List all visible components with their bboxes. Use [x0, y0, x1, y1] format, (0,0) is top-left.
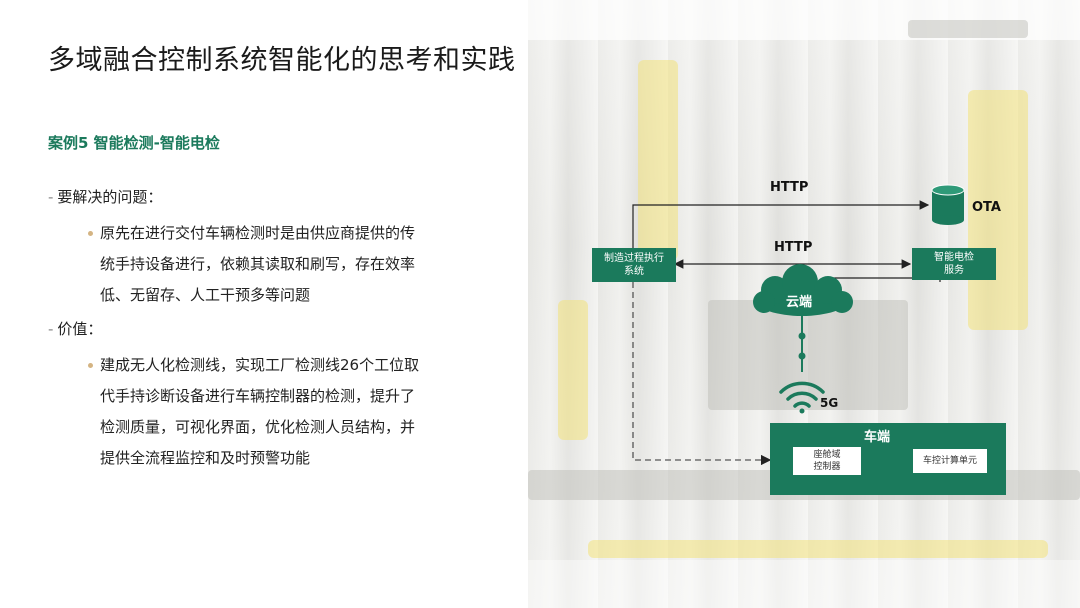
- mes-vehicle-dashed-link: [632, 282, 772, 466]
- inspection-service-box: 智能电检 服务: [912, 248, 996, 280]
- service-label-line: 服务: [944, 265, 964, 276]
- link-node: [798, 352, 806, 360]
- 5g-label: 5G: [820, 396, 839, 410]
- value-heading: -价值：: [48, 318, 102, 339]
- mes-label-line: 系统: [624, 266, 644, 277]
- cloud-label: 云端: [786, 295, 813, 310]
- value-line: 建成无人化检测线，实现工厂检测线26个工位取: [100, 356, 420, 374]
- problem-line: 原先在进行交付车辆检测时是由供应商提供的传: [100, 224, 416, 242]
- problem-line: 低、无留存、人工干预多等问题: [100, 286, 311, 304]
- cloud-icon: [753, 264, 853, 316]
- vehicle-title: 车端: [864, 430, 891, 445]
- page-title: 多域融合控制系统智能化的思考和实践: [48, 45, 516, 76]
- http-label-mid: HTTP: [774, 240, 813, 255]
- service-label-line: 智能电检: [934, 252, 974, 263]
- controller-label-line: 控制器: [813, 462, 841, 472]
- controller-label-line: 座舱域: [813, 450, 841, 460]
- database-icon: [931, 184, 965, 225]
- case-title: 案例5 智能检测-智能电检: [48, 134, 220, 152]
- value-bullet: 建成无人化检测线，实现工厂检测线26个工位取 代手持诊断设备进行车辆控制器的检测…: [88, 350, 500, 474]
- compute-label: 车控计算单元: [922, 456, 977, 466]
- value-line: 提供全流程监控和及时预警功能: [100, 449, 311, 467]
- problem-line: 统手持设备进行，依赖其读取和刷写，存在效率: [100, 255, 416, 273]
- problem-heading: -要解决的问题：: [48, 186, 162, 207]
- http-label-top: HTTP: [770, 180, 809, 195]
- value-line: 检测质量，可视化界面，优化检测人员结构，并: [100, 418, 416, 436]
- link-node: [798, 332, 806, 340]
- mes-label-line: 制造过程执行: [604, 253, 664, 264]
- cockpit-controller-box: 座舱域 控制器: [792, 446, 862, 476]
- ota-label: OTA: [972, 200, 1001, 215]
- dash-marker: -: [48, 320, 54, 338]
- dash-marker: -: [48, 188, 54, 206]
- value-line: 代手持诊断设备进行车辆控制器的检测，提升了: [100, 387, 416, 405]
- problem-bullet: 原先在进行交付车辆检测时是由供应商提供的传 统手持设备进行，依赖其读取和刷写，存…: [88, 218, 500, 311]
- value-heading-text: 价值：: [57, 320, 103, 338]
- bullet-dot-icon: [88, 363, 93, 368]
- wifi-icon: [779, 381, 825, 414]
- http-link-ota: [632, 200, 930, 248]
- problem-heading-text: 要解决的问题：: [57, 188, 163, 206]
- mes-system-box: 制造过程执行 系统: [592, 248, 676, 282]
- bullet-dot-icon: [88, 231, 93, 236]
- vehicle-compute-box: 车控计算单元: [912, 448, 988, 474]
